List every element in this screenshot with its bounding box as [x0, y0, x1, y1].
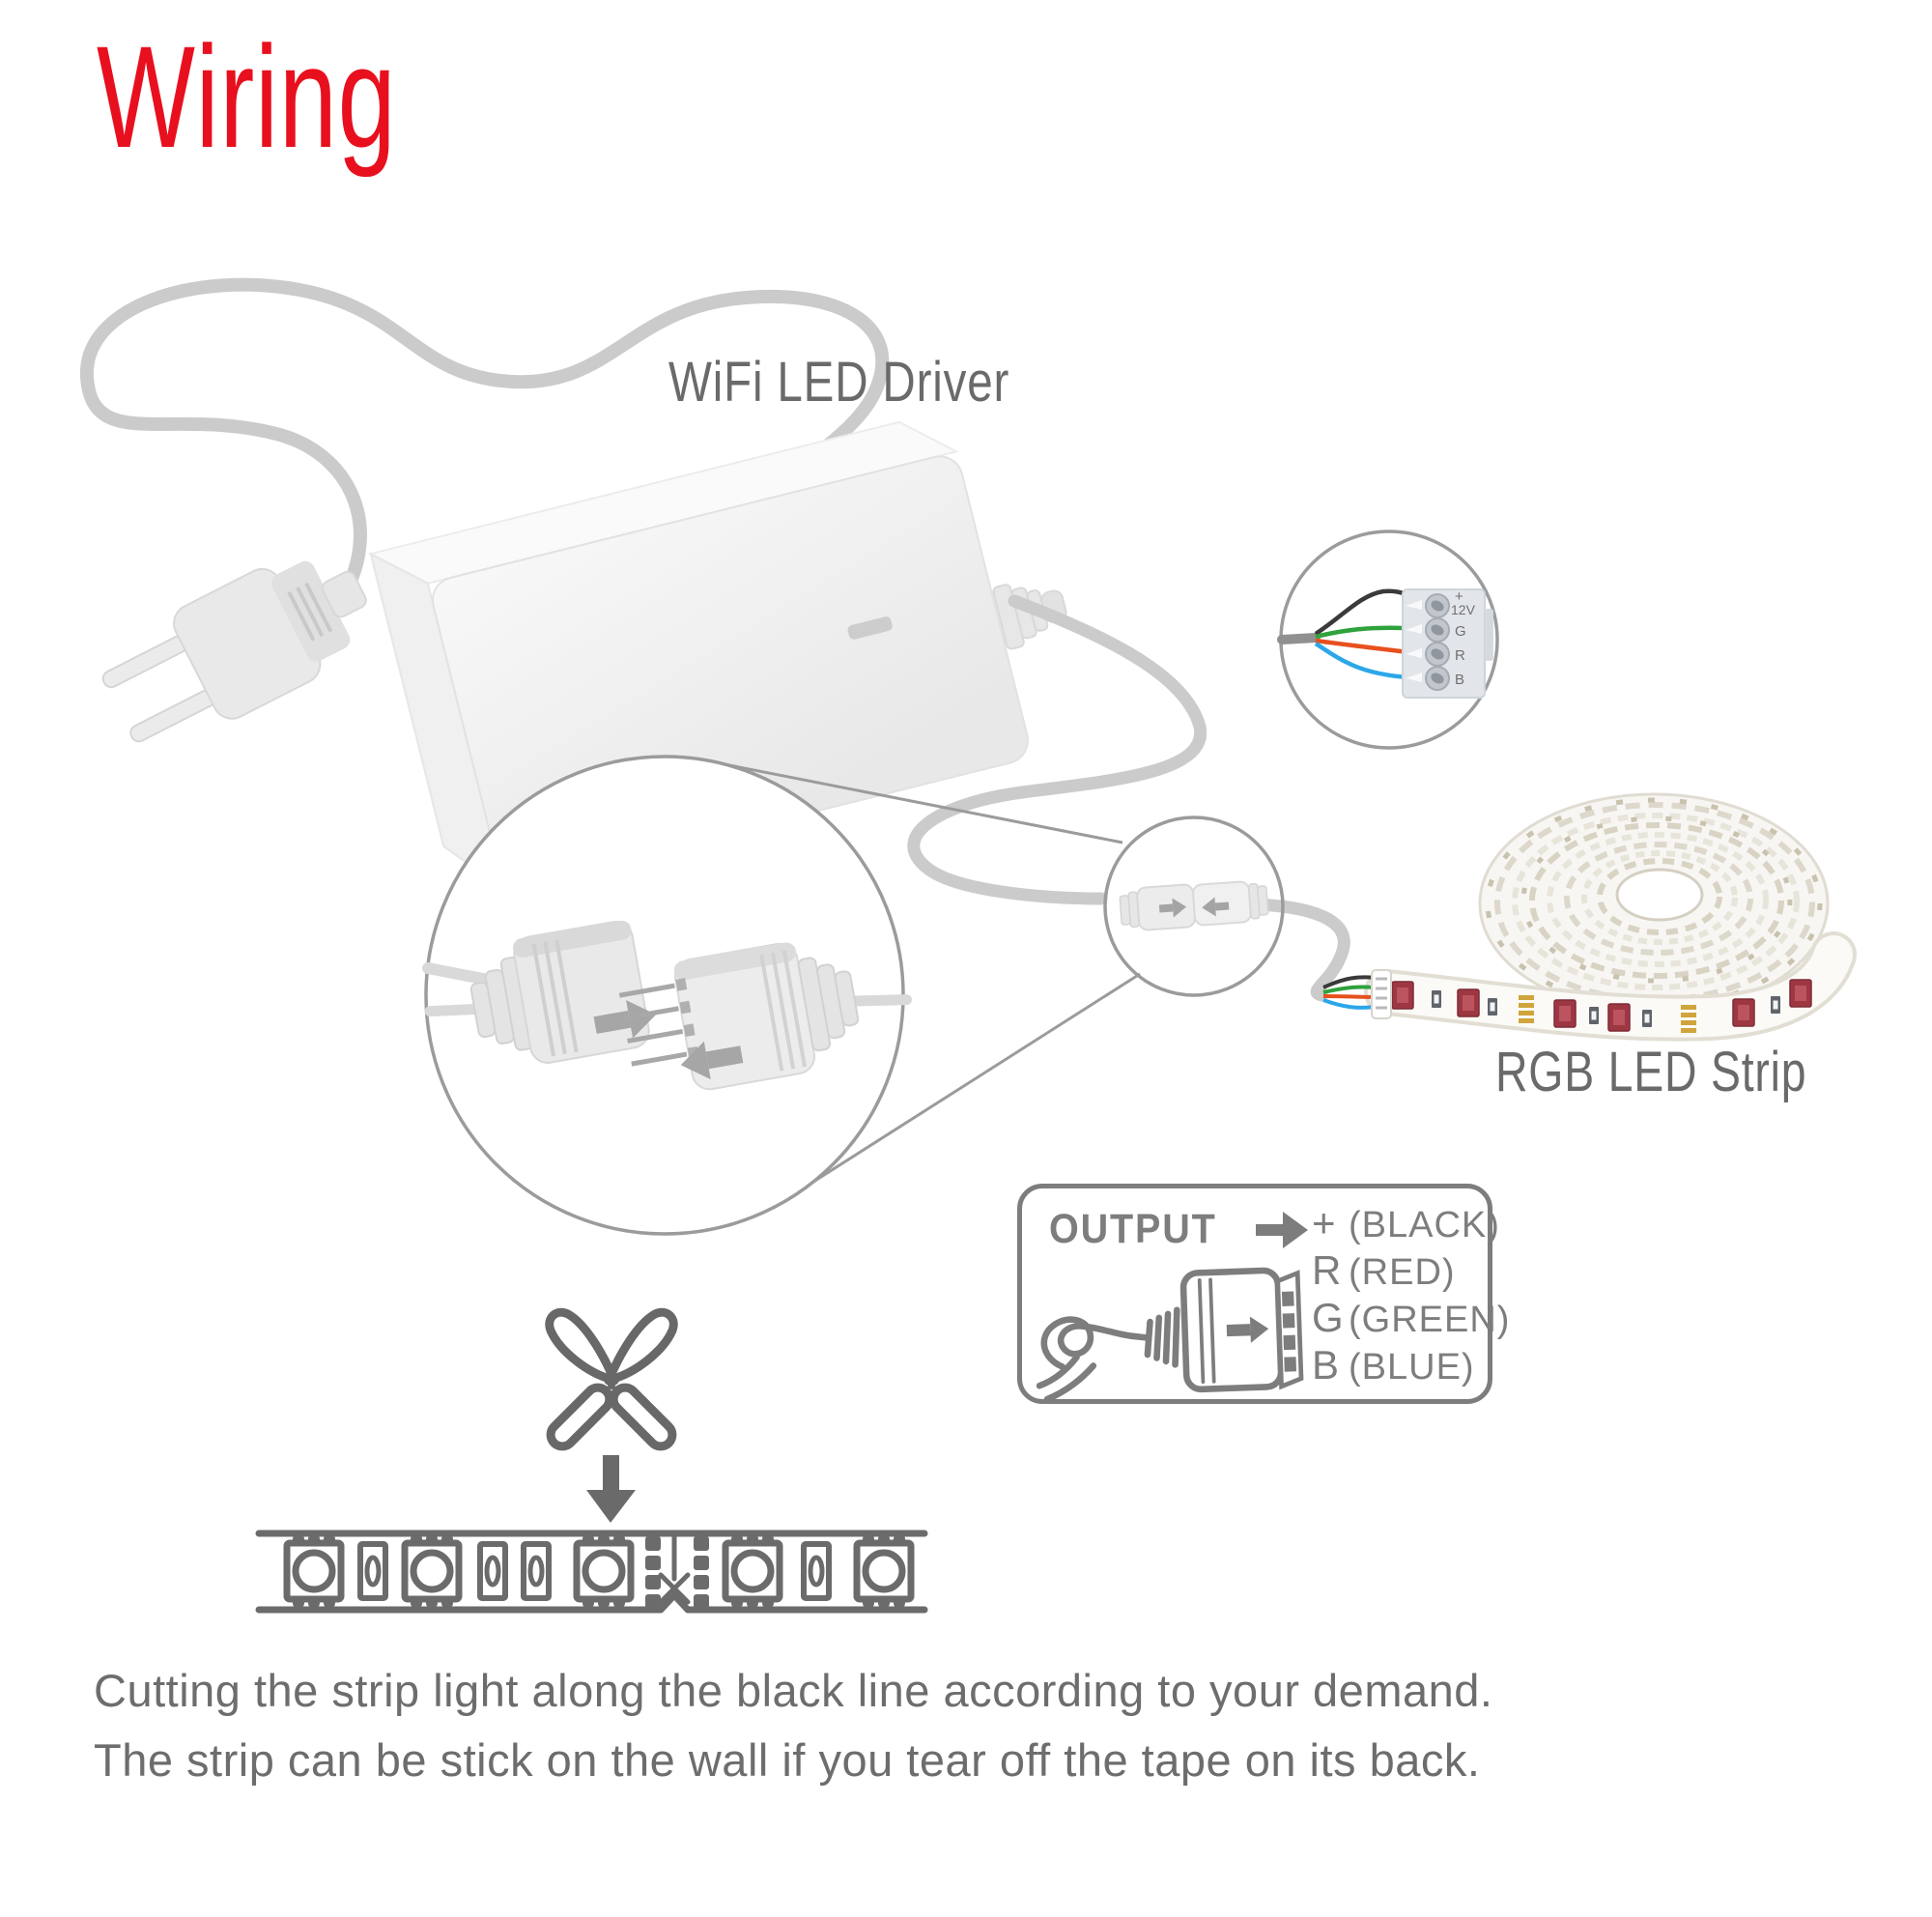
power-plug — [101, 560, 367, 743]
strip-led — [853, 1533, 915, 1609]
terminal-screw — [1425, 642, 1450, 667]
connect-arrow-left-icon — [680, 1041, 744, 1080]
cut-strip-diagram — [255, 1530, 928, 1614]
terminal-screw — [1425, 593, 1450, 618]
connector-pins — [618, 983, 688, 1067]
scissors-icon — [545, 1307, 678, 1451]
inline-connector — [1119, 880, 1269, 931]
output-title: OUTPUT — [1049, 1206, 1217, 1252]
strip-resistor — [357, 1541, 388, 1601]
output-legend-box: OUTPUT + (BLACK) R (RED) G (GREEN) B (BL… — [1017, 1184, 1509, 1404]
callout-small-circle — [1103, 815, 1285, 997]
connector-detail-circle — [422, 755, 913, 1236]
wire-red — [1322, 994, 1377, 999]
channel-row: G (GREEN) — [1312, 1295, 1510, 1342]
cut-pads — [645, 1536, 709, 1609]
channel-list: + (BLACK) R (RED) G (GREEN) B (BLUE) — [1312, 1200, 1510, 1389]
channel-pin: + — [1312, 1200, 1336, 1245]
channel-name: (BLACK) — [1349, 1205, 1500, 1245]
led-strip-coil — [1478, 792, 1830, 1015]
strip-led — [401, 1533, 463, 1609]
output-cable — [907, 594, 1350, 1002]
callout-lines — [719, 761, 1141, 1192]
strip-led — [283, 1533, 345, 1609]
channel-pin: R — [1312, 1247, 1342, 1293]
terminal-label-b: B — [1455, 672, 1464, 688]
cut-mark-icon — [658, 1572, 691, 1605]
power-cord — [79, 277, 890, 598]
channel-pin: B — [1312, 1342, 1340, 1388]
down-arrow-icon — [586, 1455, 636, 1523]
solder-pads — [1519, 995, 1534, 1023]
caption-line-2: The strip can be stick on the wall if yo… — [94, 1734, 1481, 1786]
led-strip-segment — [1364, 931, 1857, 1042]
terminal-block: + 12V G R B — [1402, 588, 1493, 699]
connect-arrow-right-icon — [1158, 898, 1187, 918]
caption-line-1: Cutting the strip light along the black … — [94, 1665, 1493, 1716]
strip-resistor — [477, 1541, 508, 1601]
coil-hole — [1615, 868, 1704, 922]
connector-female — [618, 942, 913, 1091]
strip-led — [573, 1533, 635, 1609]
terminal-screw — [1425, 617, 1450, 643]
connector-male — [424, 920, 657, 1064]
driver-led-indicator — [847, 616, 893, 640]
strip-resistor — [801, 1541, 832, 1601]
terminal-label-12v: 12V — [1451, 602, 1476, 617]
strip-lead-wires — [1322, 969, 1392, 1019]
solder-pads — [1681, 1005, 1696, 1033]
connect-arrow-left-icon — [1202, 897, 1230, 917]
channel-name: (GREEN) — [1349, 1300, 1511, 1340]
terminal-label-r: R — [1455, 647, 1465, 664]
channel-pin: G — [1312, 1295, 1344, 1340]
terminal-screw — [1425, 666, 1450, 691]
channel-row: + (BLACK) — [1312, 1200, 1510, 1247]
terminal-detail-circle: + 12V G R B — [1277, 529, 1499, 750]
connect-arrow-right-icon — [593, 1000, 657, 1039]
strip-resistor — [521, 1541, 552, 1601]
channel-name: (RED) — [1349, 1252, 1456, 1293]
output-connector-drawing — [1036, 1267, 1304, 1401]
terminal-cable-sheath — [1277, 633, 1321, 644]
driver-label: WiFi LED Driver — [668, 351, 1010, 414]
channel-row: R (RED) — [1312, 1247, 1510, 1295]
caption: Cutting the strip light along the black … — [94, 1656, 1736, 1795]
output-arrow-icon — [1256, 1212, 1308, 1248]
page-title: Wiring — [97, 15, 397, 178]
terminal-label-g: G — [1455, 623, 1466, 640]
channel-name: (BLUE) — [1349, 1347, 1475, 1388]
terminal-label-plus: + — [1455, 588, 1463, 605]
channel-row: B (BLUE) — [1312, 1342, 1510, 1389]
strip-label: RGB LED Strip — [1495, 1041, 1807, 1103]
strip-led — [722, 1533, 783, 1609]
